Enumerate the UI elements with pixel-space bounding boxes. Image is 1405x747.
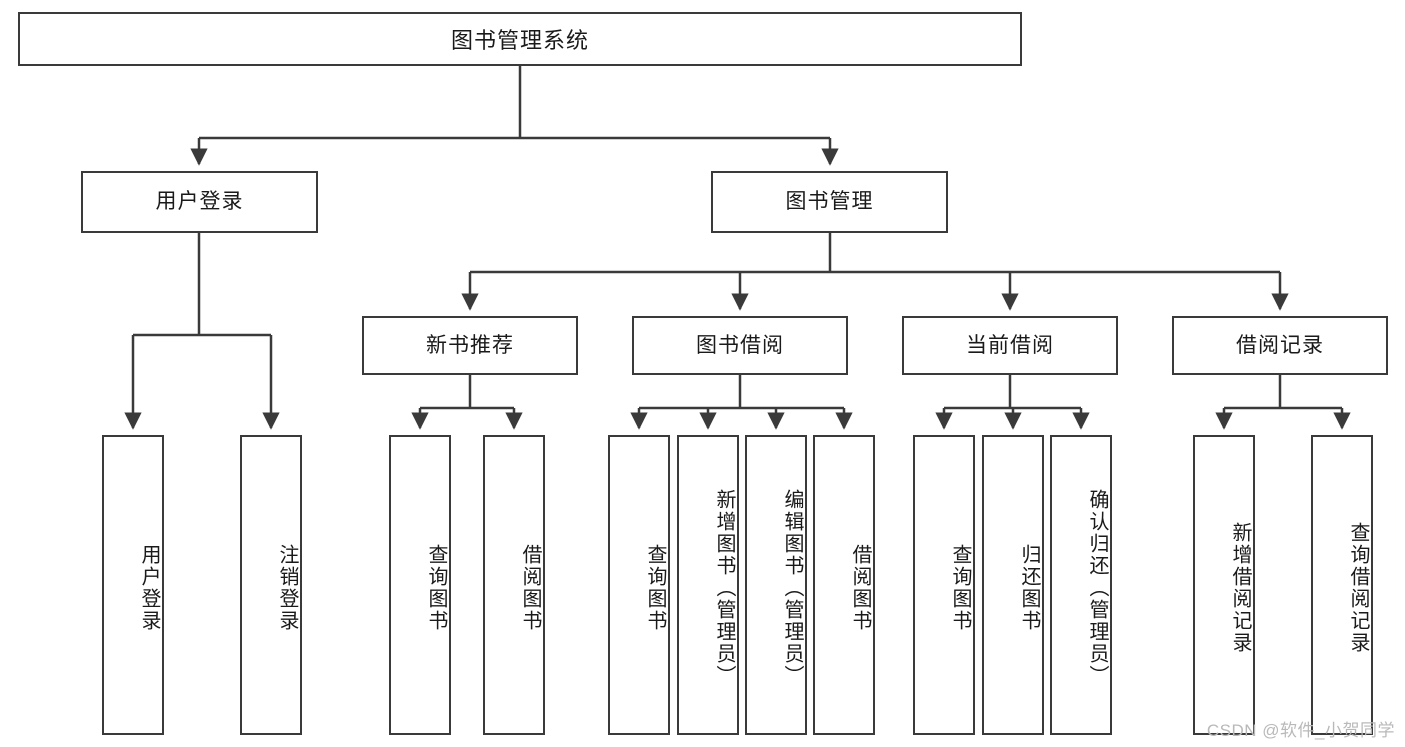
leaf-confirm-return-admin[interactable]: 确认归还（管理员）: [1050, 435, 1112, 735]
node-borrow-records[interactable]: 借阅记录: [1172, 316, 1388, 375]
leaf-borrow-books-newbooks[interactable]: 借阅图书: [483, 435, 545, 735]
leaf-user-login[interactable]: 用户登录: [102, 435, 164, 735]
leaf-label: 借阅图书: [849, 544, 871, 632]
leaf-query-books-current[interactable]: 查询图书: [913, 435, 975, 735]
leaf-label: 注销登录: [276, 544, 298, 632]
leaf-label: 确认归还（管理员）: [1086, 489, 1108, 687]
node-user-login[interactable]: 用户登录: [81, 171, 318, 233]
leaf-label: 新增借阅记录: [1229, 522, 1251, 654]
leaf-label: 新增图书（管理员）: [713, 489, 735, 687]
leaf-label: 归还图书: [1018, 544, 1040, 632]
node-book-management[interactable]: 图书管理: [711, 171, 948, 233]
node-current-borrow-label: 当前借阅: [966, 333, 1054, 357]
leaf-label: 查询图书: [949, 544, 971, 632]
leaf-label: 编辑图书（管理员）: [781, 489, 803, 687]
node-book-borrow-label: 图书借阅: [696, 333, 784, 357]
node-user-login-label: 用户登录: [155, 190, 244, 214]
node-book-management-label: 图书管理: [785, 190, 874, 214]
leaf-query-borrow-record[interactable]: 查询借阅记录: [1311, 435, 1373, 735]
leaf-logout-login[interactable]: 注销登录: [240, 435, 302, 735]
leaf-borrow-books-borrow[interactable]: 借阅图书: [813, 435, 875, 735]
node-borrow-records-label: 借阅记录: [1236, 333, 1324, 357]
node-book-borrow[interactable]: 图书借阅: [632, 316, 848, 375]
node-current-borrow[interactable]: 当前借阅: [902, 316, 1118, 375]
leaf-add-book-admin[interactable]: 新增图书（管理员）: [677, 435, 739, 735]
node-root-label: 图书管理系统: [450, 28, 589, 53]
node-new-book-recommend[interactable]: 新书推荐: [362, 316, 578, 375]
leaf-label: 查询图书: [425, 544, 447, 632]
leaf-query-books-newbooks[interactable]: 查询图书: [389, 435, 451, 735]
leaf-label: 借阅图书: [519, 544, 541, 632]
leaf-query-books-borrow[interactable]: 查询图书: [608, 435, 670, 735]
leaf-edit-book-admin[interactable]: 编辑图书（管理员）: [745, 435, 807, 735]
leaf-return-books[interactable]: 归还图书: [982, 435, 1044, 735]
leaf-label: 查询借阅记录: [1347, 522, 1369, 654]
leaf-add-borrow-record[interactable]: 新增借阅记录: [1193, 435, 1255, 735]
leaf-label: 查询图书: [644, 544, 666, 632]
node-new-book-recommend-label: 新书推荐: [426, 333, 514, 357]
leaf-label: 用户登录: [138, 544, 160, 632]
node-root[interactable]: 图书管理系统: [18, 12, 1022, 66]
